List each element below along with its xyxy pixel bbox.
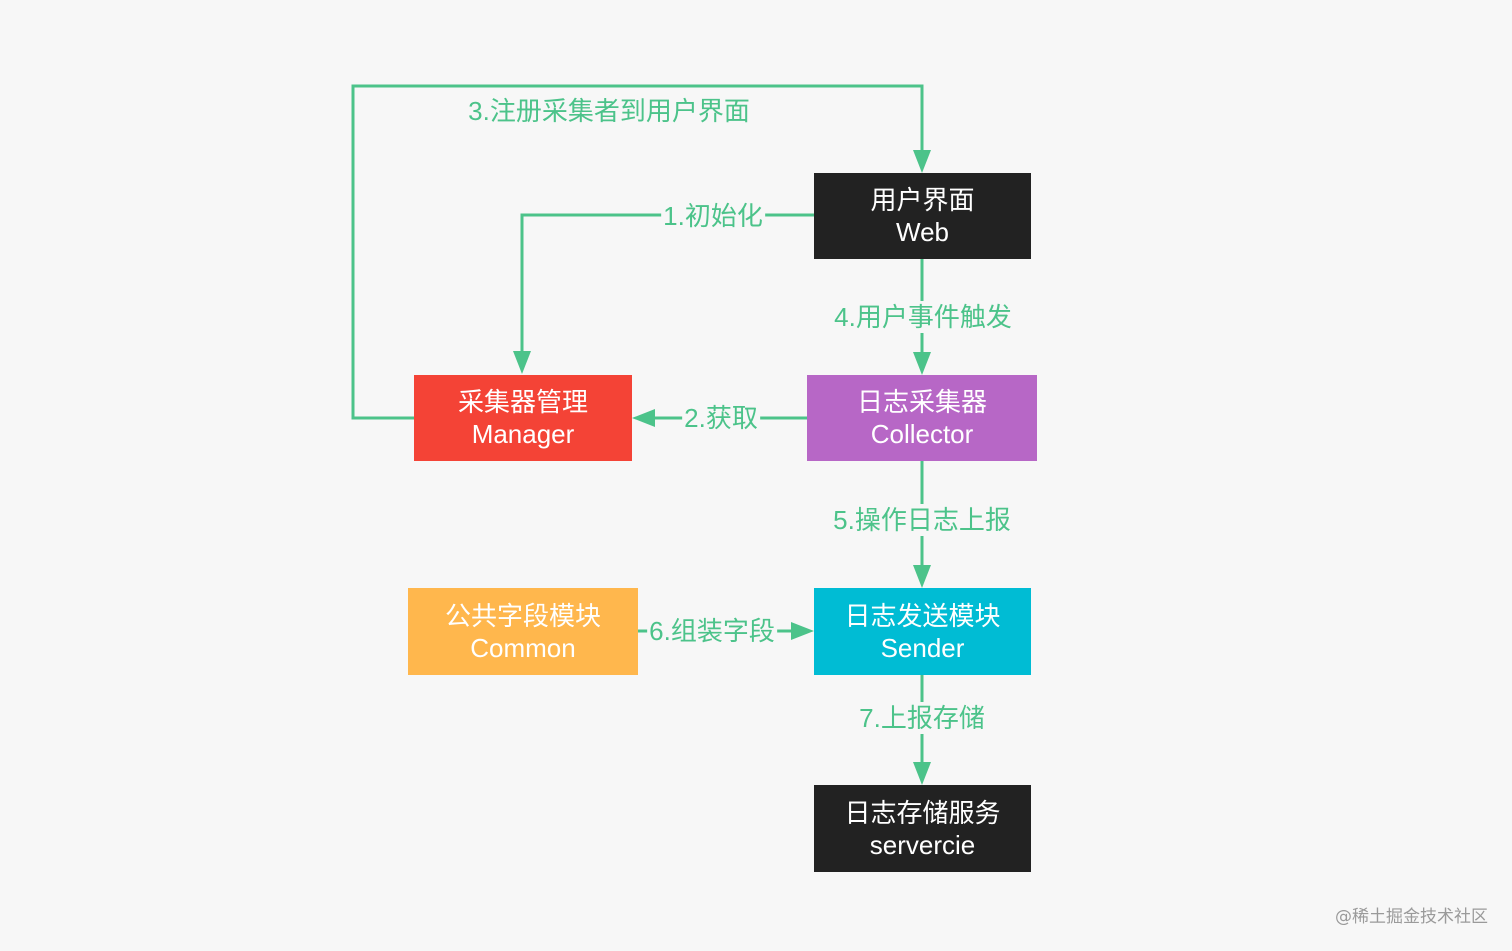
node-web-subtitle: Web [896,217,949,247]
edge-3-label: 3.注册采集者到用户界面 [466,95,752,127]
node-collector: 日志采集器 Collector [807,375,1037,461]
edge-7-label: 7.上报存储 [857,702,987,734]
node-manager-title: 采集器管理 [457,387,588,417]
edge-4-label: 4.用户事件触发 [832,301,1014,333]
node-storage: 日志存储服务 servercie [814,785,1031,872]
edge-3-line [351,84,924,420]
edge-1-label: 1.初始化 [661,200,765,232]
node-collector-subtitle: Collector [870,419,974,449]
node-storage-title: 日志存储服务 [844,797,1001,828]
node-sender: 日志发送模块 Sender [814,588,1031,675]
node-storage-subtitle: servercie [869,829,976,860]
node-common-subtitle: Common [470,632,576,663]
node-common-title: 公共字段模块 [444,600,601,631]
edge-1-line [520,213,814,360]
watermark: @稀土掘金技术社区 [1335,907,1488,927]
edge-3-arrow [913,150,931,173]
node-manager: 采集器管理 Manager [414,375,632,461]
node-manager-subtitle: Manager [471,419,575,449]
edge-2-label: 2.获取 [682,402,760,434]
edge-5-arrow [913,565,931,588]
node-sender-subtitle: Sender [880,632,965,663]
node-collector-title: 日志采集器 [856,387,987,417]
edge-4-arrow [913,352,931,375]
node-sender-title: 日志发送模块 [844,600,1001,631]
node-common: 公共字段模块 Common [408,588,638,675]
edge-5-label: 5.操作日志上报 [831,504,1013,536]
edge-1-arrow [513,351,531,374]
node-web-title: 用户界面 [870,185,975,215]
edge-2-arrow [632,409,655,427]
edge-6-arrow [791,622,814,640]
edge-7-arrow [913,762,931,785]
node-web: 用户界面 Web [814,173,1031,259]
edge-6-label: 6.组装字段 [647,615,777,647]
